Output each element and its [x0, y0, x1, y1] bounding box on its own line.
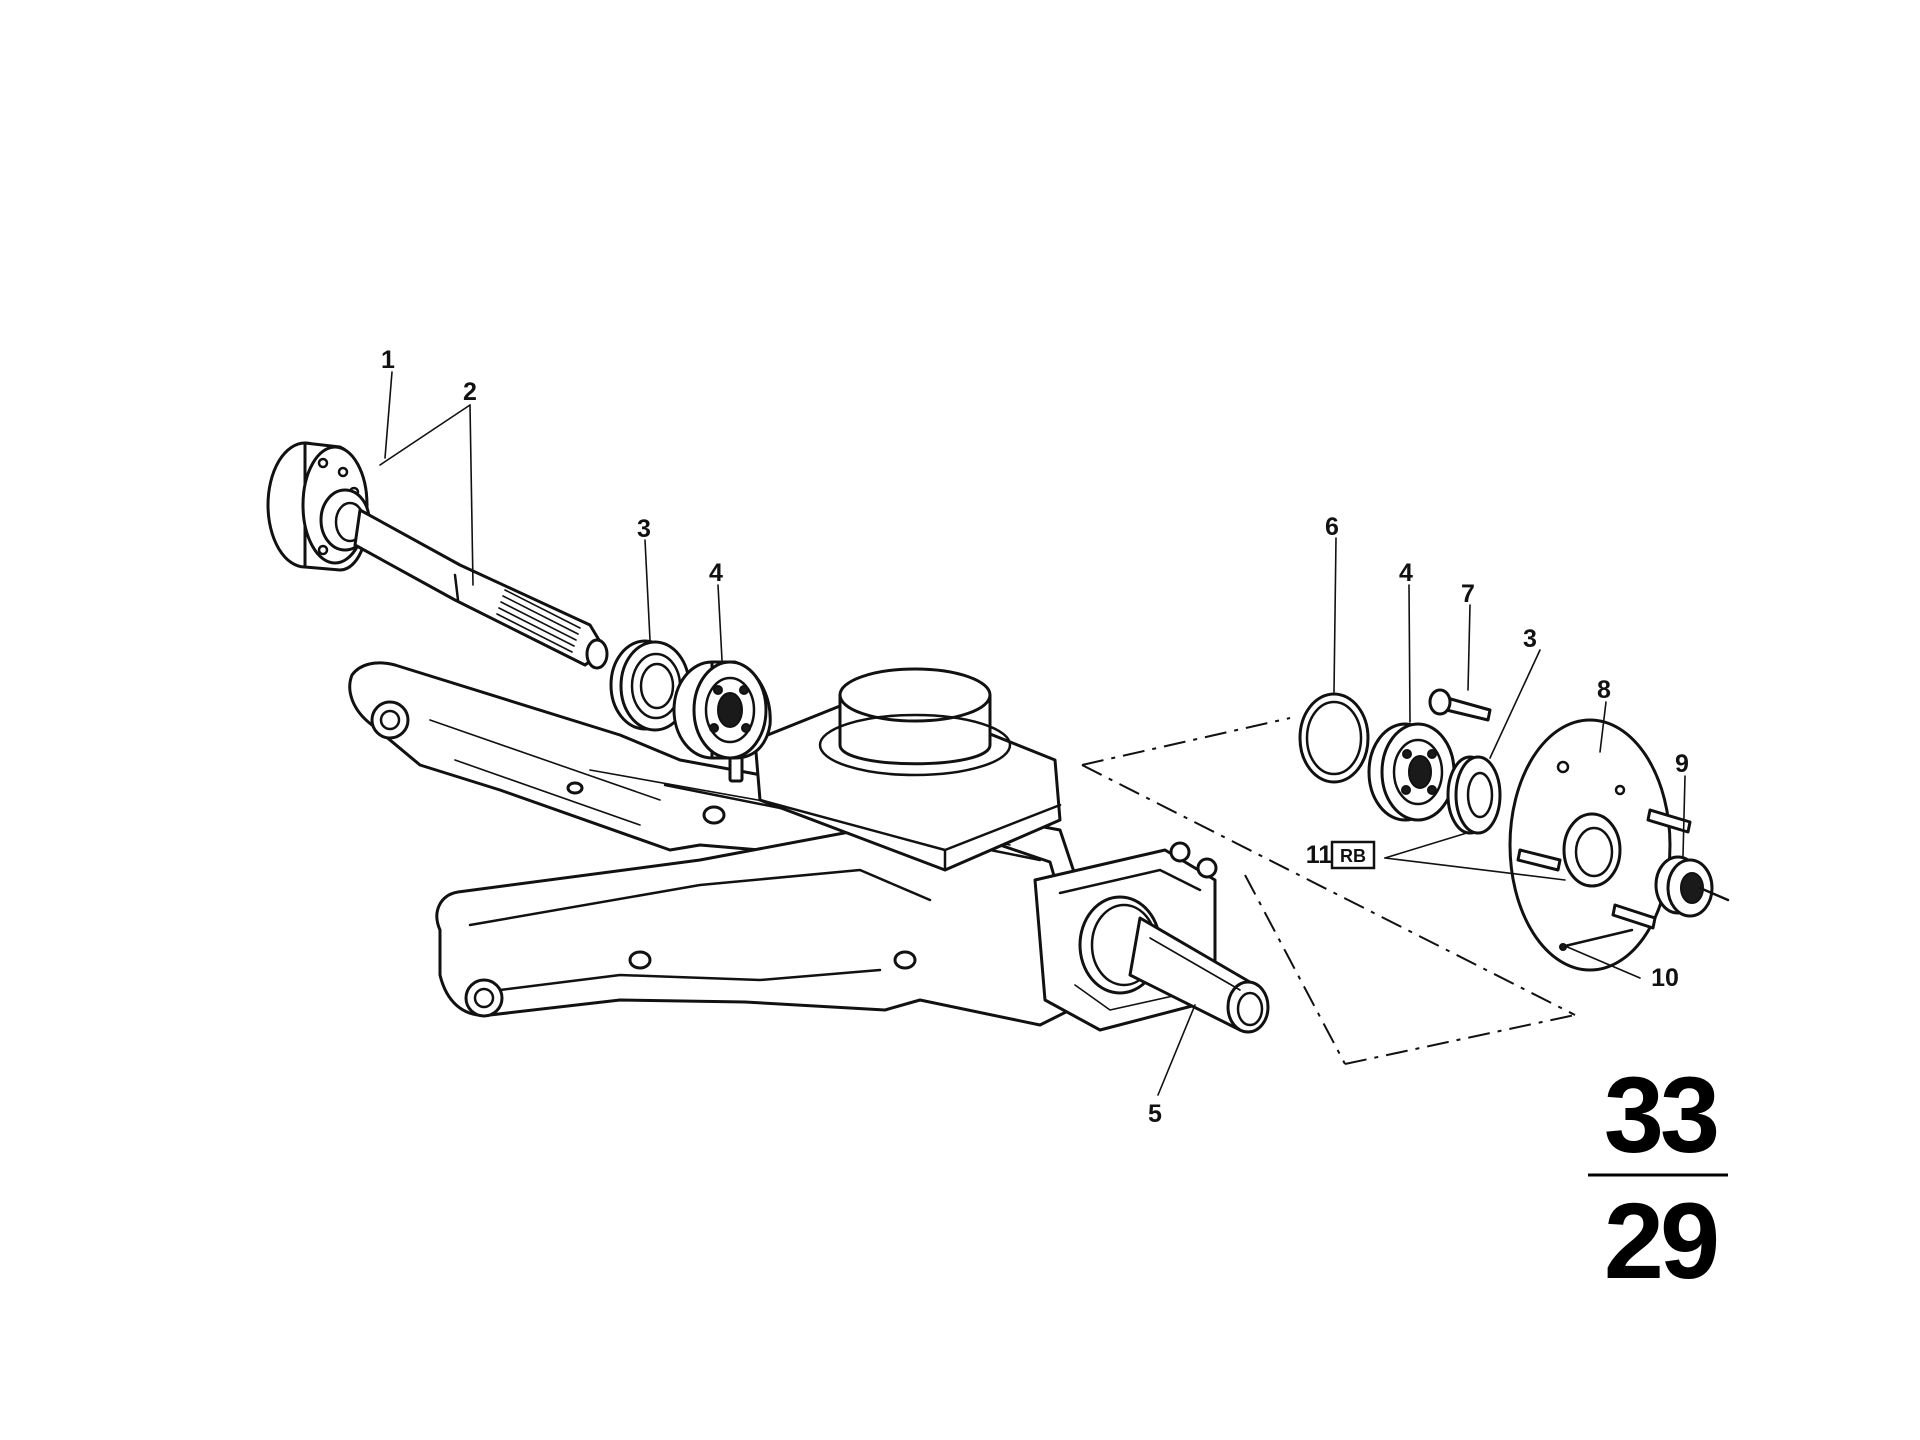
bolt-7	[1428, 688, 1492, 722]
callout-1: 1	[381, 346, 395, 374]
drive-flange-8	[1508, 718, 1692, 972]
page-number-bottom: 29	[1604, 1180, 1717, 1301]
ball-bearing-right	[1367, 722, 1456, 822]
ball-bearing-left	[672, 660, 772, 760]
badge-11: RB	[1330, 840, 1376, 870]
callout-9: 9	[1675, 750, 1689, 778]
page-number: 33 29	[1588, 1054, 1728, 1301]
callout-10: 10	[1651, 964, 1679, 992]
callout-2: 2	[463, 378, 477, 406]
assembly-boundary-lines	[1081, 717, 1576, 1065]
drive-shaft	[266, 441, 609, 670]
leader-lines	[379, 371, 1686, 1096]
callout-3-left: 3	[637, 515, 651, 543]
callout-4-right: 4	[1399, 559, 1413, 587]
callout-4-left: 4	[709, 559, 723, 587]
callout-3-right: 3	[1523, 625, 1537, 653]
seal-ring-left	[609, 639, 691, 732]
snap-ring-6	[1298, 692, 1370, 784]
page-number-top: 33	[1604, 1054, 1717, 1175]
castle-nut-9	[1654, 855, 1730, 918]
spacer-ring-3	[1446, 755, 1502, 835]
callout-6: 6	[1325, 513, 1339, 541]
callout-8: 8	[1597, 676, 1611, 704]
callout-labels: 1 2 3 4 5 6 4 7 3 8 9 10 11	[381, 346, 1689, 1128]
callout-7: 7	[1461, 580, 1475, 608]
wheel-carrier	[1033, 841, 1270, 1034]
mounting-block	[728, 667, 1062, 872]
badge-11-label: RB	[1340, 846, 1366, 866]
callout-5: 5	[1148, 1100, 1162, 1128]
callout-11: 11	[1306, 841, 1333, 869]
